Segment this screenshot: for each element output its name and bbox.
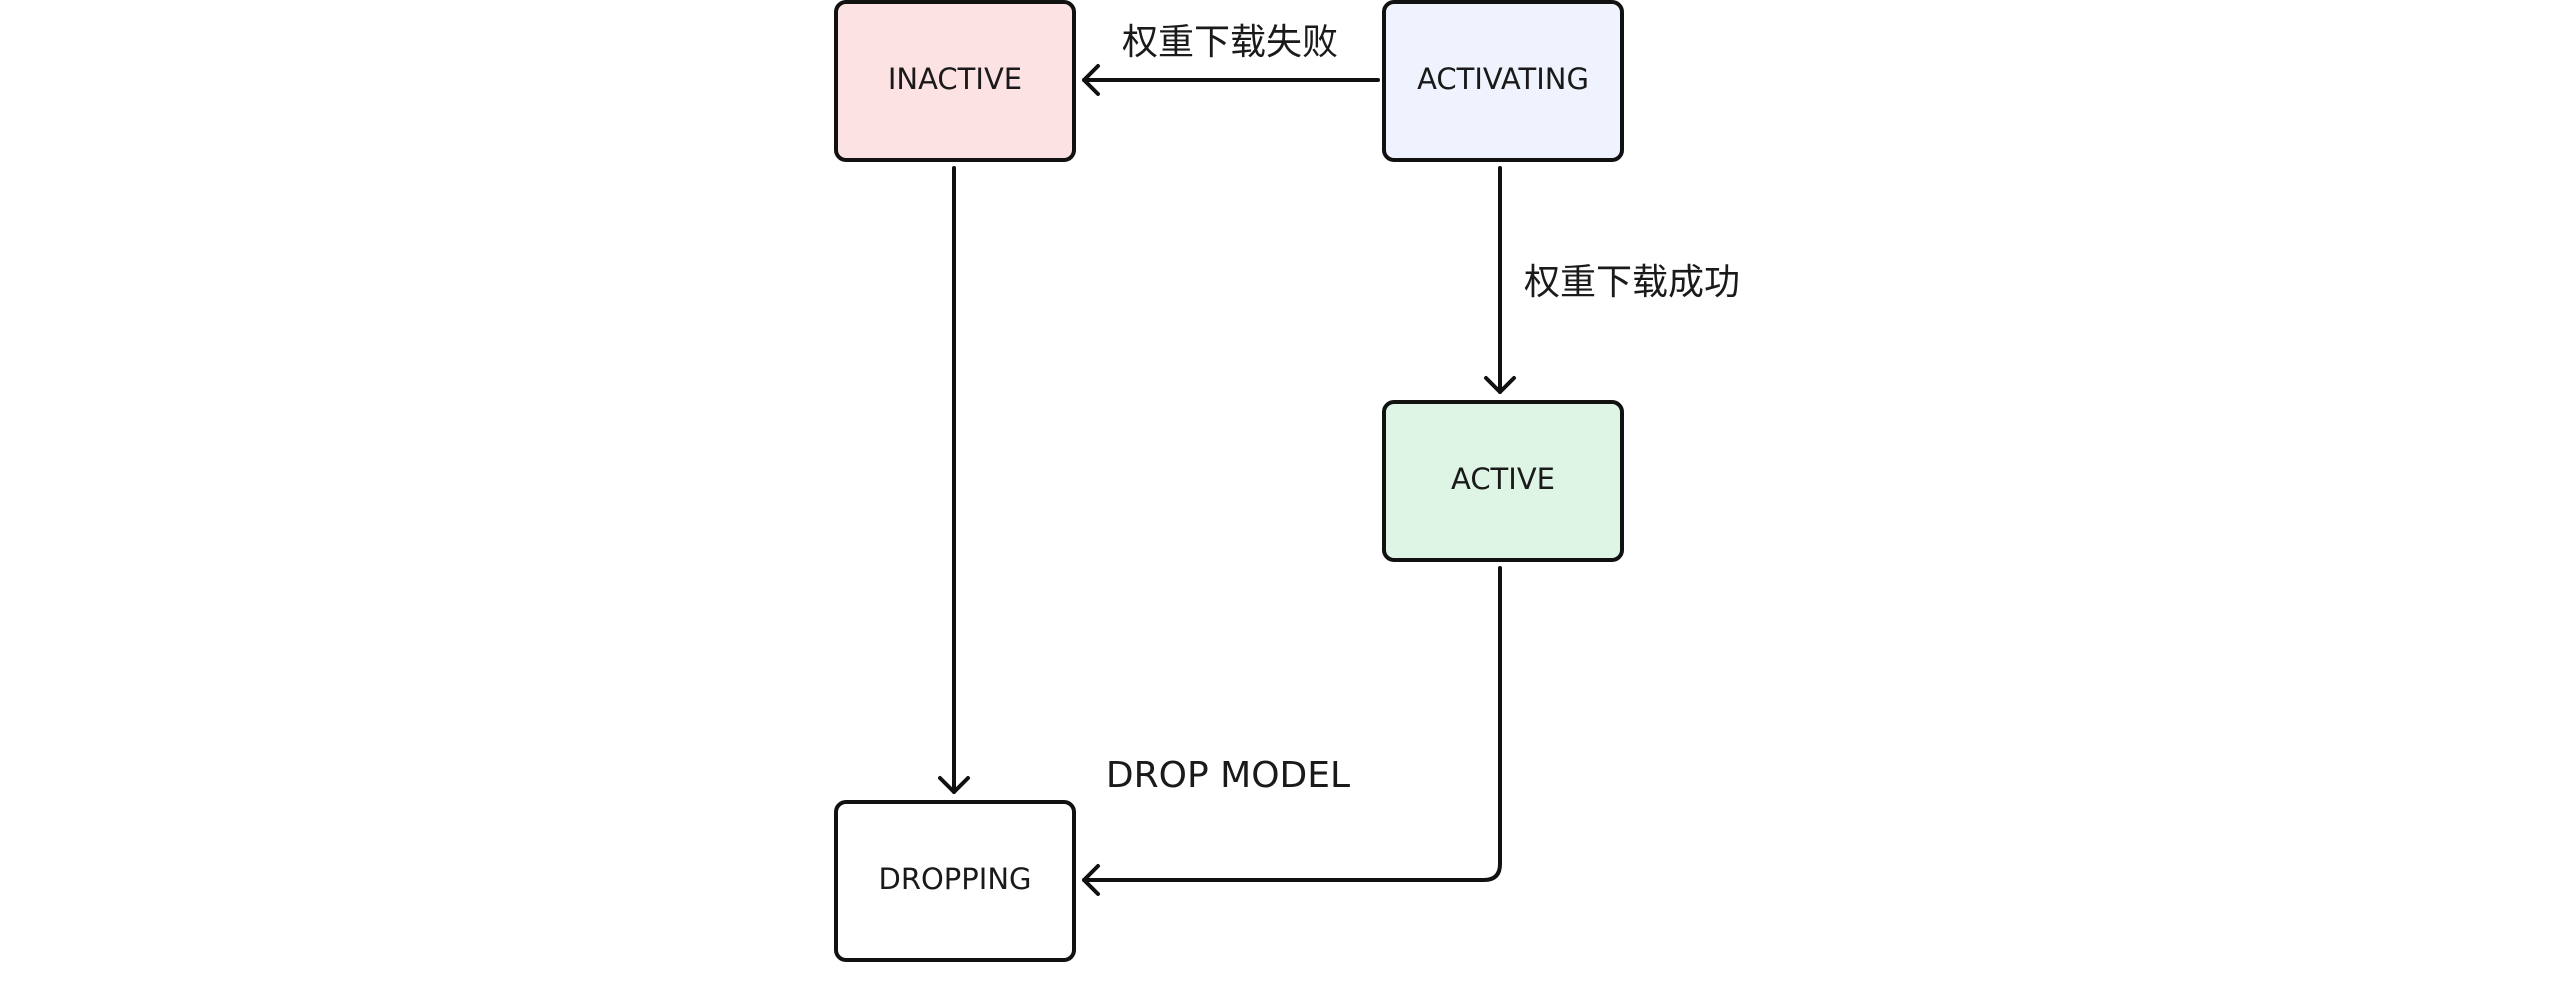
state-inactive[interactable]: INACTIVE: [834, 0, 1076, 162]
edge-drop-model-arrowhead: [1082, 864, 1100, 896]
edge-download-success-label: 权重下载成功: [1524, 262, 1740, 303]
state-activating-label: ACTIVATING: [1417, 62, 1589, 96]
state-active[interactable]: ACTIVE: [1382, 400, 1624, 562]
edge-download-failed-label: 权重下载失败: [1122, 22, 1338, 63]
state-active-box: [1382, 400, 1624, 562]
state-inactive-box: [834, 0, 1076, 162]
state-activating-box: [1382, 0, 1624, 162]
state-inactive-label: INACTIVE: [888, 62, 1022, 96]
edge-inactive-drop-arrowhead: [938, 776, 970, 794]
state-dropping-box: [834, 800, 1076, 962]
state-active-label: ACTIVE: [1451, 462, 1555, 496]
edge-drop-model: DROP MODEL: [1082, 566, 1502, 896]
edge-inactive-drop: [938, 166, 970, 794]
state-activating[interactable]: ACTIVATING: [1382, 0, 1624, 162]
edge-download-success: 权重下载成功: [1484, 166, 1740, 394]
edge-drop-model-label: DROP MODEL: [1106, 755, 1350, 796]
state-dropping-label: DROPPING: [878, 862, 1031, 896]
edge-download-failed: 权重下载失败: [1082, 22, 1380, 96]
state-dropping[interactable]: DROPPING: [834, 800, 1076, 962]
edge-download-failed-arrowhead: [1082, 64, 1100, 96]
edge-drop-model-line: [1082, 566, 1502, 882]
edge-download-success-arrowhead: [1484, 376, 1516, 394]
